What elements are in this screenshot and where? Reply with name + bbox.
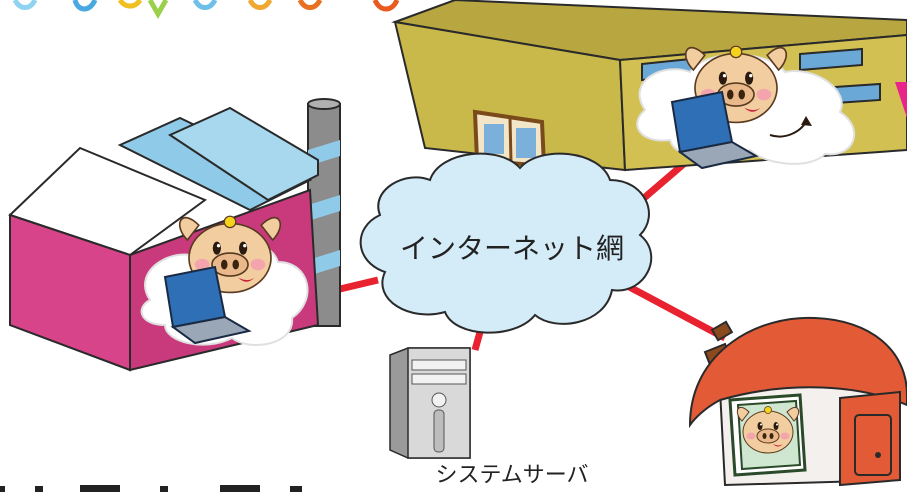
link-home-cloud xyxy=(620,279,727,342)
bottom-text-fragment xyxy=(0,485,302,492)
cloud-label: インターネット網 xyxy=(400,232,624,265)
internet-cloud-icon xyxy=(359,152,653,334)
title-fragment-icon xyxy=(12,0,400,20)
house-icon xyxy=(688,316,907,487)
server-label: システムサーバ xyxy=(435,463,588,488)
server-tower-icon xyxy=(389,347,471,459)
office-building-icon xyxy=(391,0,907,172)
tail-arrow-icon xyxy=(801,116,812,126)
